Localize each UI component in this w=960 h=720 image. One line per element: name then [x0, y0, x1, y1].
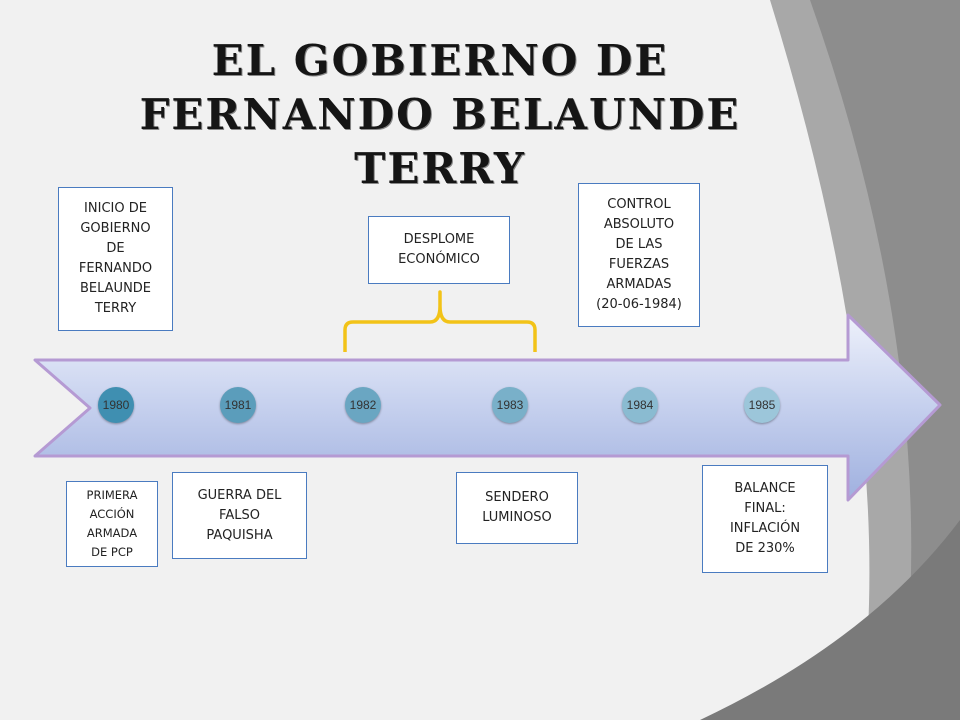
event-guerra-falso-paquisha-text: GUERRA DEL FALSO PAQUISHA	[197, 487, 282, 543]
year-marker-1985: 1985	[744, 387, 780, 423]
event-balance-final: BALANCE FINAL: INFLACIÓN DE 230%	[702, 465, 828, 573]
page-title: El gobierno de Fernando Belaunde Terry	[139, 36, 741, 193]
year-marker-1980: 1980	[98, 387, 134, 423]
event-sendero-luminoso-text: SENDERO LUMINOSO	[482, 490, 552, 525]
event-desplome-economico: DESPLOME ECONÓMICO	[368, 216, 510, 284]
event-sendero-luminoso: SENDERO LUMINOSO	[456, 472, 578, 544]
year-marker-1984: 1984	[622, 387, 658, 423]
desplome-bracket	[343, 290, 537, 352]
event-primera-accion-pcp-text: PRIMERA ACCIÓN ARMADA DE PCP	[86, 488, 138, 559]
year-marker-1982: 1982	[345, 387, 381, 423]
event-control-fuerzas-armadas-text: CONTROL ABSOLUTO DE LAS FUERZAS ARMADAS …	[596, 197, 682, 312]
event-primera-accion-pcp: PRIMERA ACCIÓN ARMADA DE PCP	[66, 481, 158, 567]
year-marker-1981: 1981	[220, 387, 256, 423]
event-guerra-falso-paquisha: GUERRA DEL FALSO PAQUISHA	[172, 472, 307, 559]
event-balance-final-text: BALANCE FINAL: INFLACIÓN DE 230%	[729, 481, 801, 556]
timeline-arrow	[33, 313, 942, 502]
year-marker-1983: 1983	[492, 387, 528, 423]
event-inicio-gobierno-text: INICIO DE GOBIERNO DE FERNANDO BELAUNDE …	[78, 201, 153, 316]
event-inicio-gobierno: INICIO DE GOBIERNO DE FERNANDO BELAUNDE …	[58, 187, 173, 331]
event-desplome-economico-text: DESPLOME ECONÓMICO	[398, 232, 480, 267]
event-control-fuerzas-armadas: CONTROL ABSOLUTO DE LAS FUERZAS ARMADAS …	[578, 183, 700, 327]
